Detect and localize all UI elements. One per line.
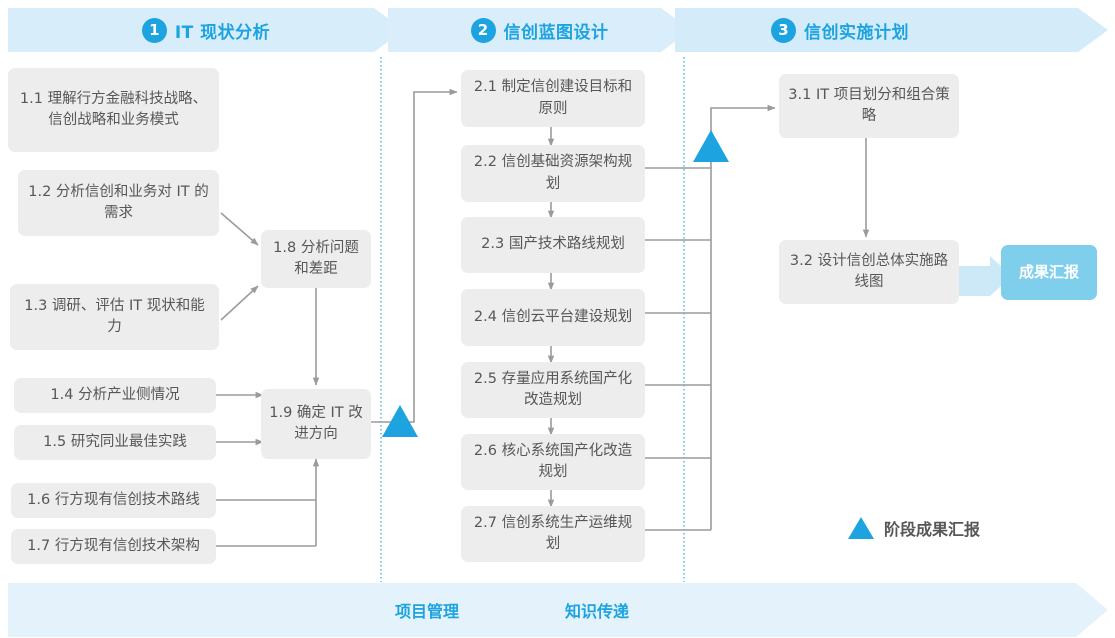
connector-1-2-to-1-8 (220, 212, 259, 246)
process-box-1-7[interactable]: 1.7 行方现有信创技术架构 (11, 529, 216, 564)
process-box-1-3[interactable]: 1.3 调研、评估 IT 现状和能力 (10, 284, 219, 350)
process-box-1-5[interactable]: 1.5 研究同业最佳实践 (14, 425, 216, 460)
phase-1-label: IT 现状分析 (174, 22, 271, 43)
phase-2-number: 2 (470, 17, 496, 43)
bottom-band-shape (8, 583, 1108, 637)
triangle-icon (848, 517, 874, 539)
process-box-1-1[interactable]: 1.1 理解行方金融科技战略、信创战略和业务模式 (8, 68, 219, 152)
phase-header-3[interactable]: 3 信创实施计划 (675, 8, 1005, 52)
phase-3-label: 信创实施计划 (804, 22, 909, 43)
legend-milestone: 阶段成果汇报 (848, 516, 980, 540)
process-box-2-1[interactable]: 2.1 制定信创建设目标和原则 (461, 70, 645, 127)
phase-1-number: 1 (141, 17, 167, 43)
phase-3-number: 3 (771, 17, 796, 43)
process-box-1-8[interactable]: 1.8 分析问题和差距 (261, 230, 371, 288)
process-box-2-7[interactable]: 2.7 信创系统生产运维规划 (461, 506, 645, 562)
process-box-1-6[interactable]: 1.6 行方现有信创技术路线 (11, 483, 216, 518)
milestone-triangle-phase1 (382, 405, 418, 437)
connector-1-9-to-2-1 (371, 88, 458, 423)
process-box-2-4[interactable]: 2.4 信创云平台建设规划 (461, 289, 645, 346)
bottom-label-knowledge-transfer: 知识传递 (565, 602, 630, 621)
process-box-2-6[interactable]: 2.6 核心系统国产化改造规划 (461, 434, 645, 490)
process-box-2-3[interactable]: 2.3 国产技术路线规划 (461, 217, 645, 273)
legend-milestone-label: 阶段成果汇报 (884, 520, 981, 539)
milestone-triangle-phase2 (693, 130, 729, 162)
process-box-1-4[interactable]: 1.4 分析产业侧情况 (14, 378, 216, 413)
phase-header-2[interactable]: 2 信创蓝图设计 (388, 8, 691, 52)
process-box-1-2[interactable]: 1.2 分析信创和业务对 IT 的需求 (18, 170, 219, 236)
connector-1-3-to-1-8 (220, 285, 259, 321)
process-box-3-2[interactable]: 3.2 设计信创总体实施路线图 (779, 240, 959, 304)
phase-2-label: 信创蓝图设计 (503, 22, 609, 43)
phase-header-1[interactable]: 1 IT 现状分析 (8, 8, 404, 52)
result-chip[interactable]: 成果汇报 (1001, 245, 1097, 300)
process-box-1-9[interactable]: 1.9 确定 IT 改进方向 (261, 389, 371, 459)
process-box-2-2[interactable]: 2.2 信创基础资源架构规划 (461, 145, 645, 202)
bottom-label-project-management: 项目管理 (395, 602, 460, 621)
process-box-3-1[interactable]: 3.1 IT 项目划分和组合策略 (779, 74, 959, 138)
process-box-2-5[interactable]: 2.5 存量应用系统国产化改造规划 (461, 362, 645, 418)
connector-bus-to-3-1 (710, 104, 776, 530)
